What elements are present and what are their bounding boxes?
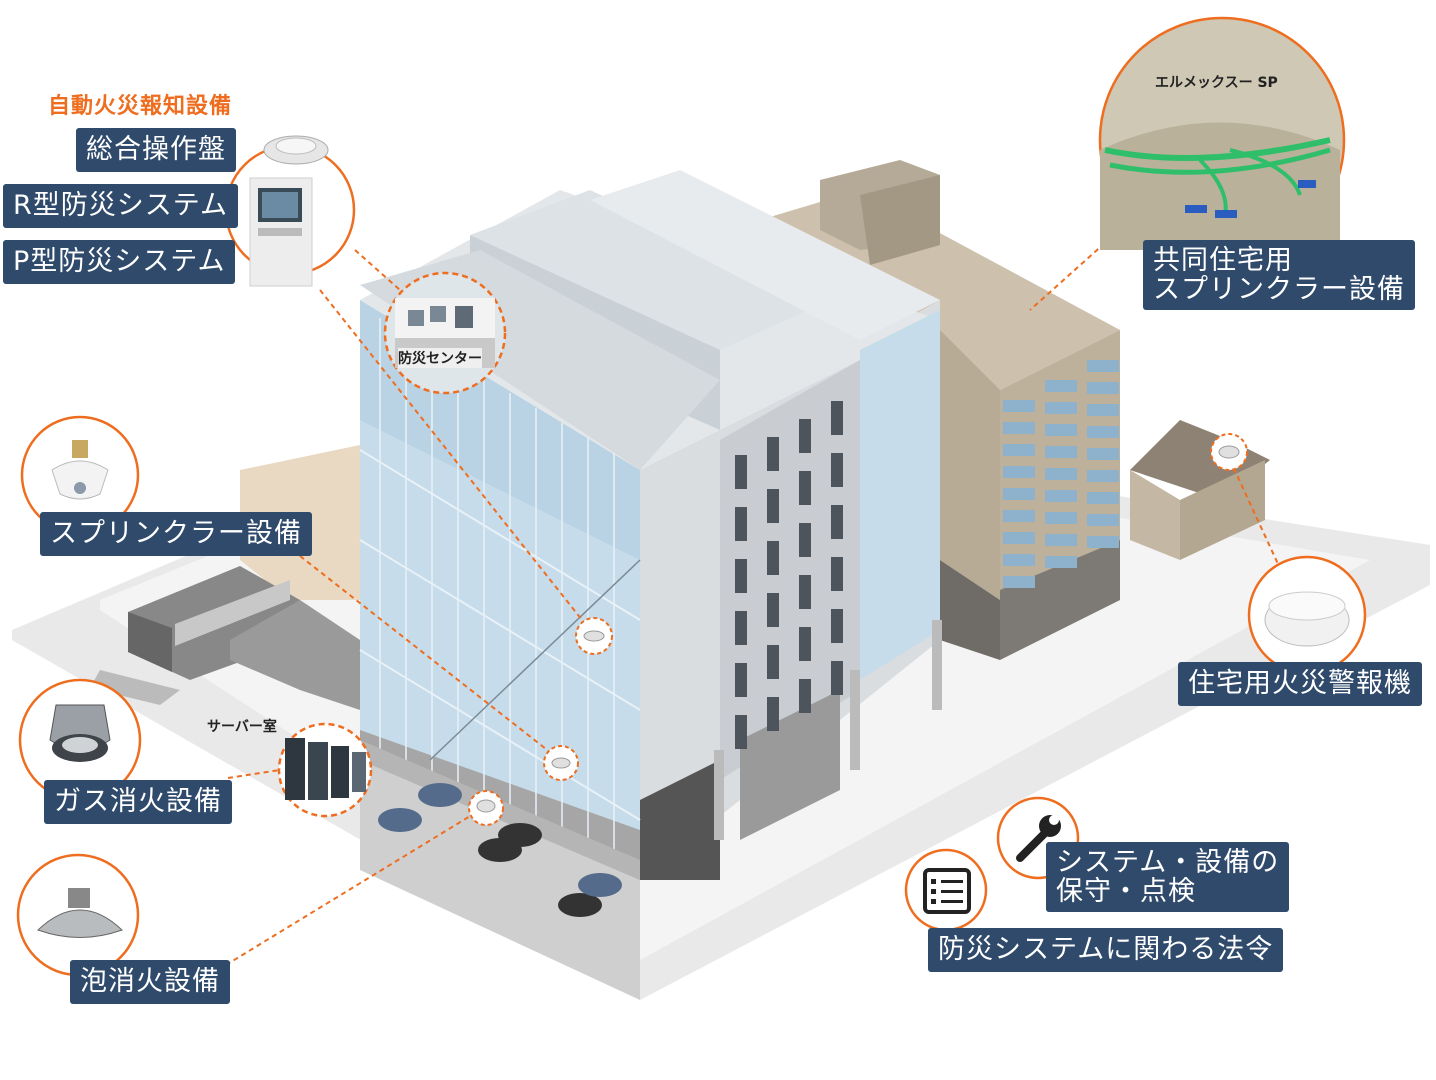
label-apartment-sprinkler: 共同住宅用 スプリンクラー設備 — [1143, 240, 1415, 310]
window — [831, 453, 843, 487]
window — [1003, 444, 1035, 456]
label-maintenance-line2: 保守・点検 — [1056, 876, 1196, 907]
back-building-windows — [1003, 360, 1119, 588]
window — [767, 489, 779, 523]
window — [831, 557, 843, 591]
window — [799, 471, 811, 505]
sprinkler-head-icon — [51, 440, 109, 500]
window — [1003, 576, 1035, 588]
annex — [230, 600, 360, 710]
label-r-type-system: R型防災システム — [3, 184, 238, 228]
list-icon — [923, 868, 971, 914]
house — [1130, 420, 1270, 560]
gas-nozzle-icon — [49, 704, 111, 762]
parked-cars — [378, 783, 622, 917]
window — [1087, 382, 1119, 394]
window — [1045, 490, 1077, 502]
label-apartment-sprinkler-line1: 共同住宅用 — [1153, 245, 1293, 276]
foam-head-icon — [37, 888, 123, 938]
main-tower — [360, 170, 942, 880]
label-gas-fire: ガス消火設備 — [44, 780, 232, 824]
window — [1087, 426, 1119, 438]
car — [378, 808, 422, 832]
label-laws: 防災システムに関わる法令 — [928, 928, 1284, 972]
window — [831, 661, 843, 695]
window — [767, 593, 779, 627]
window — [1045, 402, 1077, 414]
window — [1003, 422, 1035, 434]
window — [1087, 492, 1119, 504]
window — [1045, 380, 1077, 392]
window — [735, 663, 747, 697]
window — [1003, 554, 1035, 566]
floor-line — [359, 649, 641, 821]
window — [1003, 532, 1035, 544]
label-apartment-sprinkler-line2: スプリンクラー設備 — [1153, 274, 1405, 305]
window — [1045, 556, 1077, 568]
detector-markers — [468, 433, 1248, 826]
floor-line — [359, 539, 641, 711]
label-maintenance: システム・設備の 保守・点検 — [1046, 842, 1290, 912]
label-disaster-center: 防災センター — [398, 348, 482, 368]
window — [1087, 536, 1119, 548]
cut-line — [429, 559, 641, 761]
window — [799, 419, 811, 453]
label-foam-fire: 泡消火設備 — [70, 960, 230, 1004]
label-sprinkler: スプリンクラー設備 — [40, 512, 312, 556]
window — [767, 437, 779, 471]
label-elmex: エルメックスー SP — [1155, 75, 1278, 91]
label-control-panel: 総合操作盤 — [76, 128, 236, 172]
label-home-alarm: 住宅用火災警報機 — [1178, 662, 1422, 706]
label-p-type-system: P型防災システム — [3, 240, 236, 284]
label-maintenance-line1: システム・設備の — [1056, 847, 1280, 878]
control-panel-image — [249, 177, 313, 287]
window — [831, 609, 843, 643]
floor-line — [359, 449, 641, 621]
window — [767, 697, 779, 731]
smoke-detector-icon — [263, 135, 329, 165]
window — [1087, 404, 1119, 416]
window — [799, 523, 811, 557]
car — [578, 873, 622, 897]
window — [735, 455, 747, 489]
window — [1045, 534, 1077, 546]
window — [767, 645, 779, 679]
glass-mullions — [359, 318, 641, 864]
label-server-room: サーバー室 — [207, 719, 277, 735]
parking — [360, 760, 640, 1000]
window — [1003, 400, 1035, 412]
car — [558, 893, 602, 917]
window — [799, 627, 811, 661]
window — [1003, 466, 1035, 478]
window — [735, 507, 747, 541]
home-alarm-icon — [1264, 591, 1350, 647]
window — [799, 679, 811, 713]
window — [767, 541, 779, 575]
window — [1003, 510, 1035, 522]
car — [498, 823, 542, 847]
window — [735, 715, 747, 749]
heading-fire-alarm: 自動火災報知設備 — [48, 94, 233, 119]
window — [1087, 448, 1119, 460]
window — [831, 505, 843, 539]
window — [1087, 470, 1119, 482]
window — [1087, 514, 1119, 526]
window — [1045, 446, 1077, 458]
window — [831, 401, 843, 435]
window — [1087, 360, 1119, 372]
window — [1045, 512, 1077, 524]
window — [735, 611, 747, 645]
tower-windows — [735, 401, 843, 749]
window — [735, 559, 747, 593]
window — [799, 575, 811, 609]
car — [418, 783, 462, 807]
wrench-icon — [1016, 815, 1061, 862]
window — [1003, 488, 1035, 500]
window — [1045, 424, 1077, 436]
window — [1045, 468, 1077, 480]
